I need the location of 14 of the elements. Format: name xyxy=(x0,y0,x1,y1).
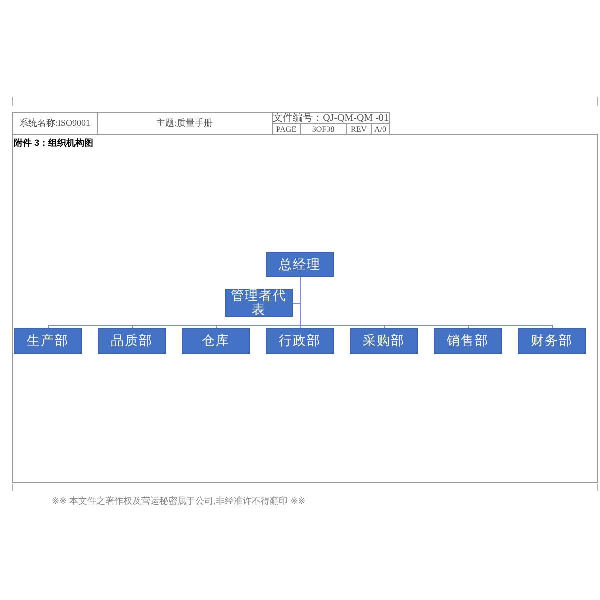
section-heading: 附件 3：组织机构图 xyxy=(14,137,94,150)
org-box: 管理者代表 xyxy=(225,289,293,317)
org-box: 行政部 xyxy=(266,328,334,354)
org-box: 总经理 xyxy=(266,252,334,277)
org-box: 财务部 xyxy=(518,328,586,354)
footer-note: ※※ 本文件之著作权及营运秘密属于公司,非经准许不得翻印 ※※ xyxy=(52,495,306,508)
org-box: 仓库 xyxy=(182,328,250,354)
org-box: 品质部 xyxy=(98,328,166,354)
org-box: 销售部 xyxy=(434,328,502,354)
table-cell: 文件编号：QJ-QM-QM -01 xyxy=(272,112,390,124)
org-box: 采购部 xyxy=(350,328,418,354)
connector-line xyxy=(300,276,553,328)
table-cell: 系统名称:ISO9001 xyxy=(12,112,98,135)
org-box: 生产部 xyxy=(14,328,82,354)
